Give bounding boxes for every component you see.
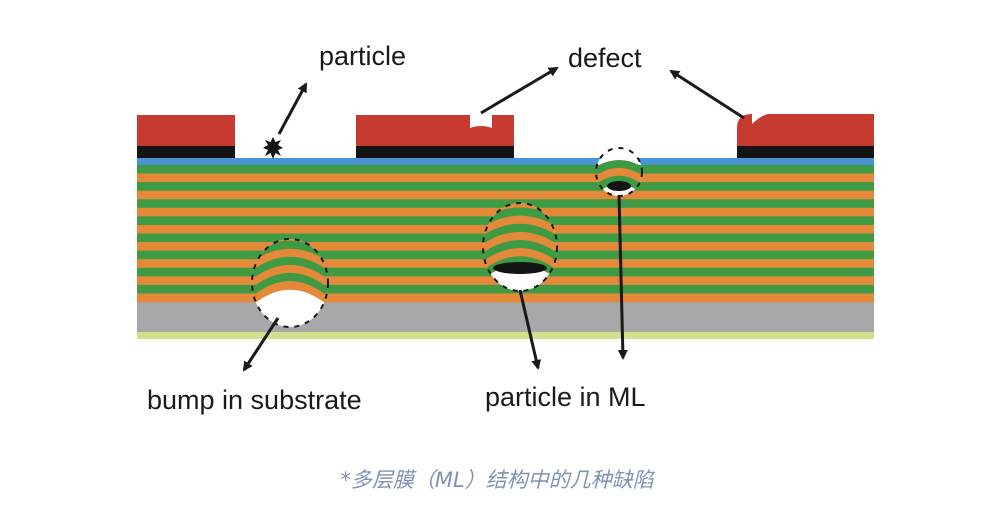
ml-layer [137, 182, 874, 192]
arrow-particle [277, 82, 308, 135]
deformed-ml-layer [483, 207, 557, 226]
deformed-ml-layer [483, 240, 557, 260]
arrow-bump [242, 317, 280, 372]
arrow-defect-right [669, 69, 745, 120]
deformed-ml-layer [483, 231, 557, 252]
arrow-particle-ml-top [617, 194, 628, 360]
substrate [137, 302, 874, 332]
label-defect: defect [568, 43, 642, 73]
absorber-block-left [137, 115, 235, 158]
deformed-ml-layer [596, 160, 642, 174]
deformed-ml-layer [252, 281, 328, 303]
deformed-ml-layer [483, 215, 557, 234]
label-particle-in-ml: particle in ML [485, 382, 646, 412]
absorber-block-middle [356, 115, 514, 158]
deformed-ml-layer [483, 248, 557, 269]
capping-layer [137, 158, 874, 165]
deformed-ml-layer [596, 167, 642, 183]
deformed-ml-layer [252, 240, 328, 260]
ml-layer [137, 293, 874, 303]
particle-star-icon [263, 137, 283, 159]
absorber-block-right [737, 114, 874, 158]
ml-layer [137, 165, 874, 174]
deformed-ml-layer [252, 273, 328, 294]
label-particle: particle [319, 41, 407, 71]
figure-caption: *多层膜（ML）结构中的几种缺陷 [340, 468, 654, 492]
deformed-ml-layer [483, 223, 557, 243]
ml-layer [137, 190, 874, 200]
ml-layer [137, 199, 874, 209]
arrow-defect-middle [480, 66, 559, 115]
deformed-ml-layer [252, 256, 328, 277]
deformed-ml-layer [252, 264, 328, 286]
ml-layer [137, 284, 874, 294]
multilayer-defect-diagram [137, 66, 874, 372]
arrow-particle-ml-middle [518, 289, 542, 370]
deformed-ml-layer [252, 248, 328, 269]
deformed-ml-layer [483, 256, 557, 277]
label-bump-in-substrate: bump in substrate [147, 385, 362, 415]
backside-layer [137, 332, 874, 339]
ml-layer [137, 173, 874, 183]
